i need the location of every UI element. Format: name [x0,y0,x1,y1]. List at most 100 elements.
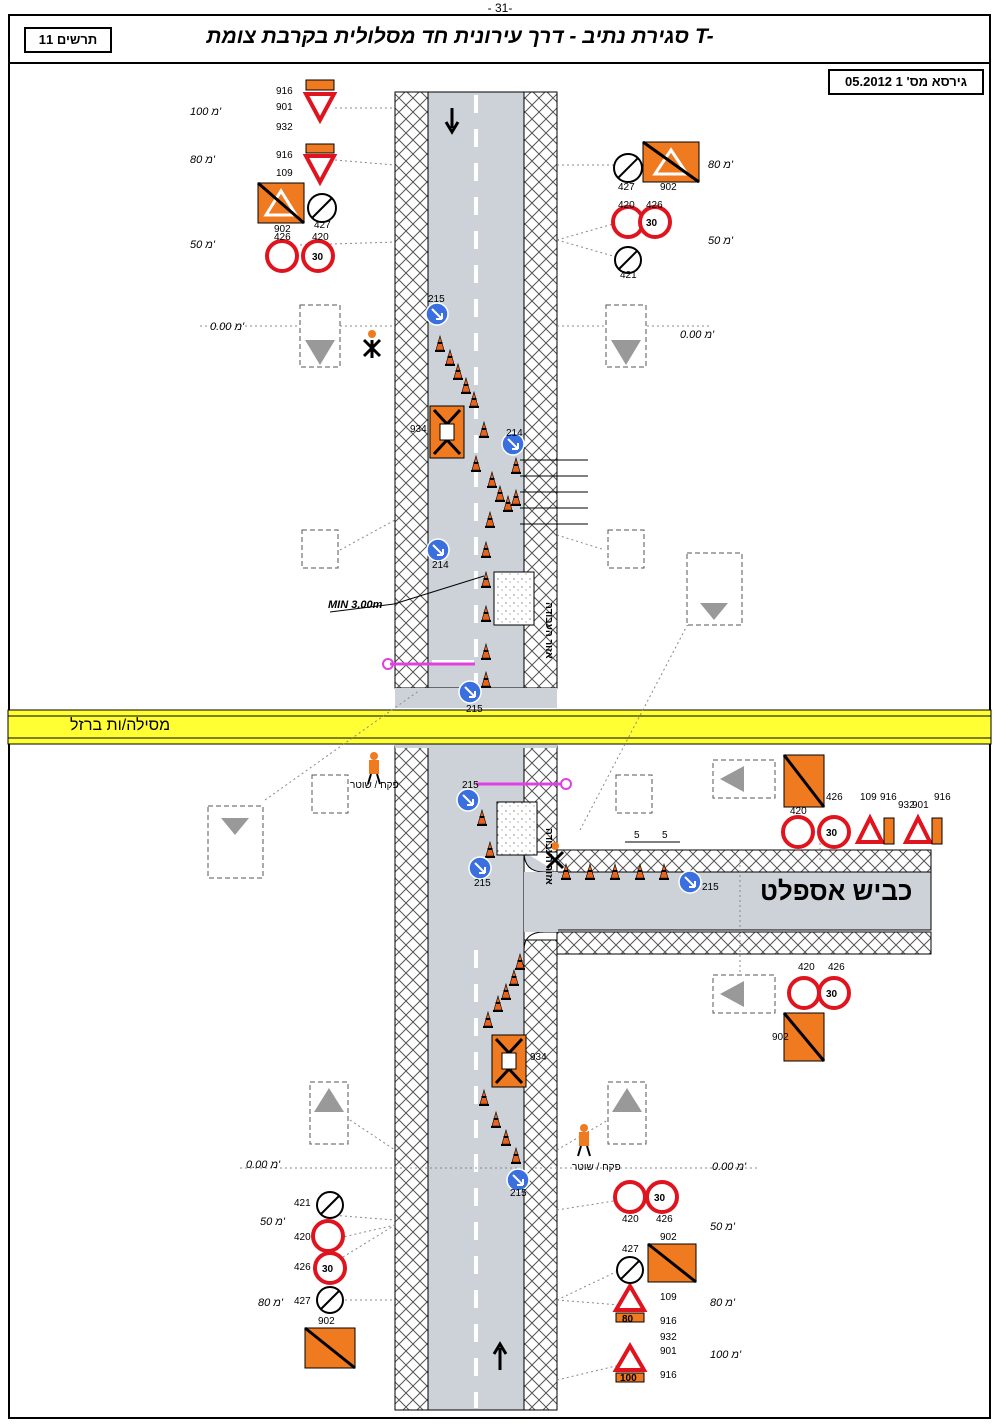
side-road-sidewalk-top [556,849,932,873]
code-916-a: 916 [276,86,293,97]
warning-triangle-top2 [302,143,338,187]
code-934-b: 934 [530,1052,547,1063]
orange-sign-902-side2 [782,1012,826,1062]
arrow-board-top [429,405,465,459]
orange-sign-902-bot-right [647,1242,697,1284]
code-427-b: 427 [618,182,635,193]
work-zone-top [493,571,535,626]
sign-box-8 [615,774,653,814]
code-932-b: 932 [898,800,915,811]
flagger-icon-2 [367,752,381,785]
end-restriction-sign-3 [614,246,642,274]
sidewalk-right-bottom2 [523,939,558,1411]
code-426-e: 426 [656,1214,673,1225]
keep-right-sign-3 [426,538,450,562]
header-bar [8,14,991,64]
keep-right-sign-4 [458,680,482,704]
code-109-a: 109 [276,168,293,179]
code-902-b: 902 [660,182,677,193]
sign-box-4 [607,529,645,569]
side-road [556,871,932,931]
keep-right-sign-1 [425,302,449,326]
dist-80-right: 80 מ' [708,159,734,171]
no-overtake-sign-6 [311,1219,345,1253]
code-426-d: 426 [828,962,845,973]
keep-right-sign-5 [456,788,480,812]
no-overtake-sign-4 [787,976,821,1010]
code-901-a: 901 [276,102,293,113]
orange-sign-902-side1 [782,754,826,808]
sign-box-3 [301,529,339,569]
warning-triangle-side2 [902,813,943,845]
code-426-f: 426 [294,1262,311,1273]
dist-50-left: 50 מ' [190,239,216,251]
dist-0-left: 0.00 מ' [210,321,245,333]
code-420-f: 420 [294,1232,311,1243]
spacing-label-1: 5 [634,830,640,841]
code-420-c: 420 [790,806,807,817]
speed-value-5: 30 [654,1193,666,1204]
code-420-a: 420 [312,232,329,243]
sidewalk-left-bottom [394,745,429,1411]
code-901-c: 901 [660,1346,677,1357]
dist-0-right: 0.00 מ' [680,329,715,341]
arrow-up-icon [492,1341,508,1370]
warning-triangle-bot1 [612,1282,648,1323]
dist-50-left-b: 50 מ' [260,1216,286,1228]
sign-box-6 [207,805,264,879]
code-214-b: 214 [432,560,449,571]
code-420-d: 420 [798,962,815,973]
code-916-c: 916 [880,792,897,803]
warning-triangle-side1 [854,813,895,845]
speed-value-4: 30 [826,989,838,1000]
dist-80-left: 80 מ' [190,154,216,166]
code-902-c: 902 [772,1032,789,1043]
end-restriction-sign-6 [616,1256,644,1284]
dist-100-right-b: 100 מ' [710,1349,742,1361]
code-426-c: 426 [826,792,843,803]
code-215-b: 215 [466,704,483,715]
dist-0-left-b: 0.00 מ' [246,1159,281,1171]
dist-0-right-b: 0.00 מ' [712,1161,747,1173]
code-214-a: 214 [506,428,523,439]
code-109-b: 109 [860,792,877,803]
code-902-a: 902 [274,224,291,235]
code-902-e: 902 [318,1316,335,1327]
work-zone-bottom [496,801,538,856]
speed-value-1: 30 [312,252,324,263]
dist-100-left: 100 מ' [190,106,222,118]
dist-80-left-b: 80 מ' [258,1297,284,1309]
code-215-d: 215 [474,878,491,889]
sign-box-7 [311,774,349,814]
code-932-c: 932 [660,1332,677,1343]
end-restriction-sign-2 [613,153,643,183]
end-restriction-sign-1 [307,193,337,223]
speed-value-6: 30 [322,1264,334,1275]
end-restriction-sign-4 [316,1191,344,1219]
orange-sign-902-left [257,181,305,225]
code-427-a: 427 [314,220,331,231]
dist-80-right-b: 80 מ' [710,1297,736,1309]
code-916-f: 916 [660,1370,677,1381]
end-restriction-sign-5 [316,1286,344,1314]
keep-right-sign-6 [468,856,492,880]
code-215-e: 215 [702,882,719,893]
spacing-label-2: 5 [662,830,668,841]
warning-triangle-bot2 [612,1342,648,1383]
code-932-a: 932 [276,122,293,133]
no-overtake-sign-5 [613,1180,647,1214]
page-number: - 31- [487,1,513,15]
work-zone-label-top: אזור העבודה [543,602,554,659]
keep-right-sign-7 [678,870,702,894]
flagger-icon-1 [362,330,382,358]
min-distance-label: MIN 3.00m [328,599,383,611]
dist-50-right: 50 מ' [708,235,734,247]
code-916-e: 916 [660,1316,677,1327]
code-420-e: 420 [622,1214,639,1225]
flagger-label-1: פקח / שוטר [350,780,399,791]
code-427-c: 427 [622,1244,639,1255]
flagger-icon-3 [577,1124,591,1157]
page-title: סגירת נתיב - דרך עירונית חד מסלולית בקרב… [206,25,714,48]
